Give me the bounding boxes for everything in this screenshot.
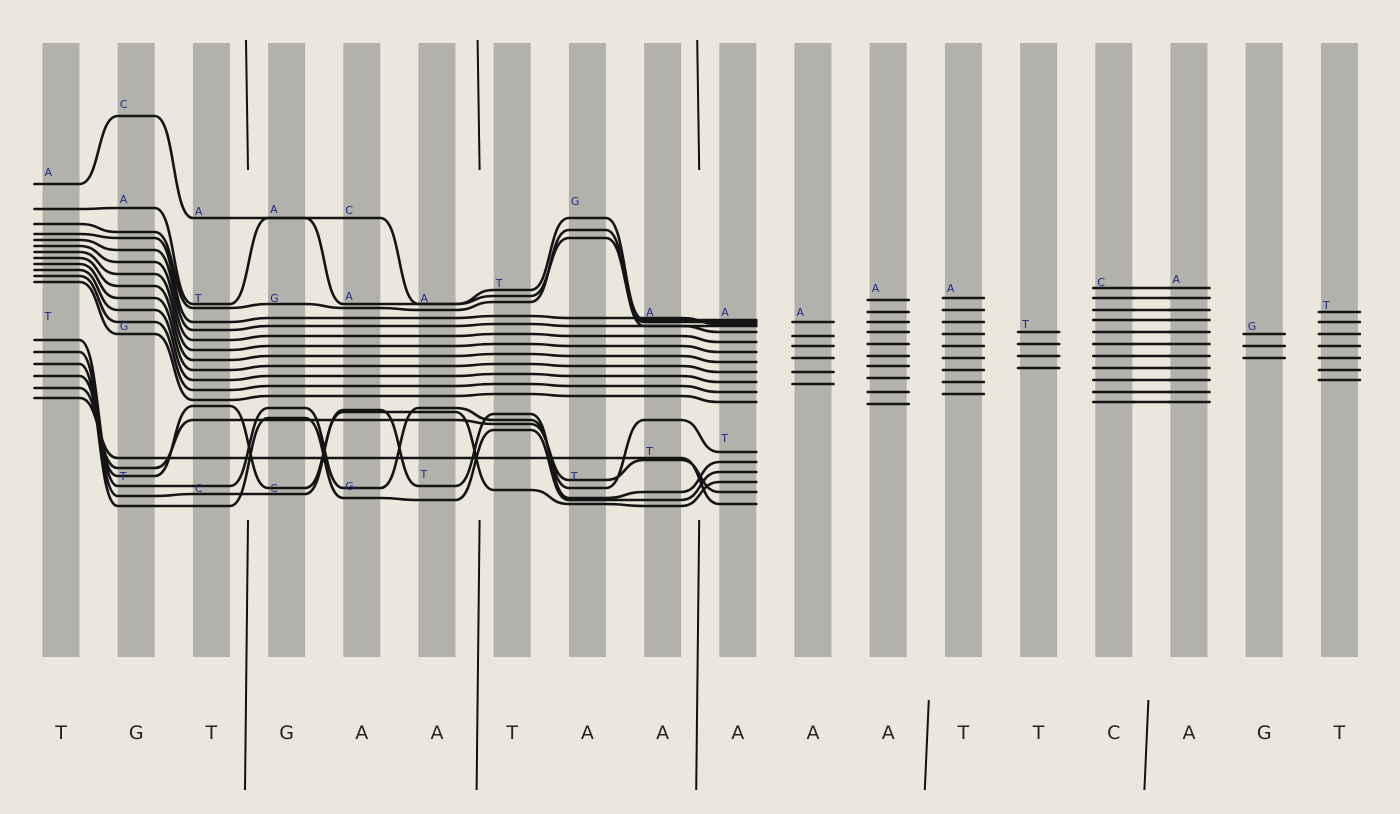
segment-divider (477, 520, 480, 790)
node-label: T (1322, 299, 1330, 312)
column-bar (1321, 43, 1358, 657)
segment-divider (696, 520, 699, 790)
sequence-letter: A (731, 722, 744, 744)
sequence-letter: G (1257, 722, 1272, 744)
column-bar (118, 43, 155, 657)
sequence-letter: A (1183, 722, 1196, 744)
node-label: C (345, 204, 353, 217)
sequence-letter: A (882, 722, 895, 744)
sequence-letter: C (1107, 722, 1120, 744)
node-label: T (495, 277, 503, 290)
column-bar (1171, 43, 1208, 657)
node-label: A (270, 203, 278, 216)
sequence-letter: T (1333, 722, 1346, 744)
segment-divider (925, 700, 929, 790)
node-label: A (120, 193, 128, 206)
sequence-letter: G (279, 722, 294, 744)
node-label: A (195, 205, 203, 218)
segment-divider (1144, 700, 1148, 790)
node-label: T (119, 470, 127, 483)
node-label: A (872, 282, 880, 295)
node-label: G (571, 195, 580, 208)
node-label: A (797, 306, 805, 319)
sequence-letter: A (581, 722, 594, 744)
node-label: G (270, 292, 279, 305)
column-bar (419, 43, 456, 657)
sequence-letter: G (129, 722, 144, 744)
node-label: A (421, 292, 429, 305)
column-bar (644, 43, 681, 657)
node-label: A (345, 290, 353, 303)
column-bar (268, 43, 305, 657)
node-label: T (194, 292, 202, 305)
segment-divider (697, 40, 699, 170)
sequence-letter: T (505, 722, 518, 744)
sequence-row: TGTGAATAAAAATTCAGT (54, 722, 1345, 744)
node-label: A (1173, 273, 1181, 286)
node-label: C (120, 98, 128, 111)
segment-divider (245, 520, 248, 790)
node-label: A (721, 306, 729, 319)
sequence-letter: A (656, 722, 669, 744)
node-labels: A C A A C A T G A A A A A A T G A T G T C A G T T C C G T T T T (44, 98, 1330, 495)
node-label: G (345, 480, 354, 493)
node-label: T (1021, 318, 1029, 331)
column-bar (1246, 43, 1283, 657)
node-label: A (947, 282, 955, 295)
strand-lines (35, 116, 1360, 506)
column-bar (945, 43, 982, 657)
column-bar (494, 43, 531, 657)
node-label: C (1097, 276, 1105, 289)
column-bar (795, 43, 832, 657)
sequence-letter: T (54, 722, 67, 744)
column-bar (719, 43, 756, 657)
node-label: C (195, 482, 203, 495)
node-label: G (1248, 320, 1257, 333)
sequence-letter: T (957, 722, 970, 744)
column-bar (43, 43, 80, 657)
node-label: C (270, 482, 278, 495)
sequence-letter: A (355, 722, 368, 744)
node-label: T (570, 470, 578, 483)
column-bar (1020, 43, 1057, 657)
node-label: A (45, 166, 53, 179)
node-label: T (645, 445, 653, 458)
segment-dividers (245, 40, 1148, 790)
node-label: G (120, 320, 129, 333)
sequence-letter: A (431, 722, 444, 744)
segment-divider (246, 40, 248, 170)
sequence-letter: A (807, 722, 820, 744)
sequence-letter: T (205, 722, 218, 744)
segment-divider (478, 40, 480, 170)
node-label: T (44, 310, 52, 323)
sequence-letter: T (1032, 722, 1045, 744)
column-bar (343, 43, 380, 657)
node-label: T (420, 468, 428, 481)
column-bar (870, 43, 907, 657)
node-label: A (646, 306, 654, 319)
node-label: T (720, 432, 728, 445)
column-bar (569, 43, 606, 657)
column-bar (1095, 43, 1132, 657)
